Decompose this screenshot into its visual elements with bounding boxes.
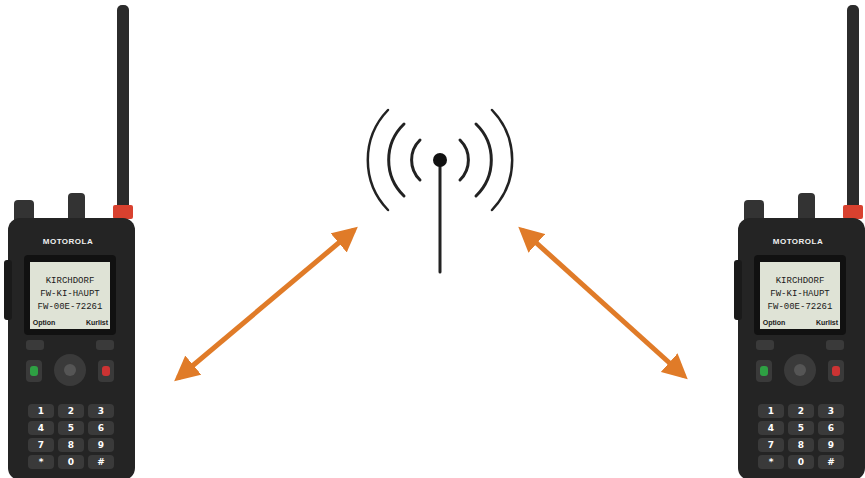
key-label: 7: [38, 440, 44, 450]
key-label: 7: [768, 440, 774, 450]
antenna-icon: [368, 110, 512, 272]
radio-right: [734, 5, 865, 478]
key-label: 8: [68, 440, 74, 450]
link-arrow: [522, 230, 684, 376]
softkey-label: Option: [33, 319, 56, 326]
screen-text: FW-KI-HAUPT: [770, 289, 829, 299]
key-label: 1: [38, 406, 44, 416]
key-label: 5: [798, 423, 804, 433]
key-label: 2: [68, 406, 74, 416]
softkey-label: Kurlist: [816, 319, 838, 326]
key-label: #: [827, 457, 835, 467]
key-label: 8: [798, 440, 804, 450]
softkey-label: Option: [763, 319, 786, 326]
key-label: 9: [98, 440, 104, 450]
screen-text: FW-KI-HAUPT: [40, 289, 99, 299]
screen-text: FW-00E-72261: [38, 302, 103, 312]
key-label: *: [769, 457, 774, 467]
key-label: 1: [768, 406, 774, 416]
screen-text: KIRCHDORF: [46, 276, 95, 286]
key-label: 0: [798, 457, 804, 467]
key-label: *: [39, 457, 44, 467]
softkey-label: Kurlist: [86, 319, 108, 326]
key-label: #: [97, 457, 105, 467]
key-label: 4: [38, 423, 44, 433]
key-label: 9: [828, 440, 834, 450]
key-label: 4: [768, 423, 774, 433]
radio-left: [4, 5, 135, 478]
brand-name: MOTOROLA: [773, 237, 824, 246]
link-arrow: [178, 230, 354, 378]
key-label: 0: [68, 457, 74, 467]
screen-text: FW-00E-72261: [768, 302, 833, 312]
brand-name: MOTOROLA: [43, 237, 94, 246]
screen-text: KIRCHDORF: [776, 276, 825, 286]
key-label: 6: [98, 423, 104, 433]
key-label: 6: [828, 423, 834, 433]
key-label: 3: [828, 406, 834, 416]
key-label: 3: [98, 406, 104, 416]
key-label: 5: [68, 423, 74, 433]
key-label: 2: [798, 406, 804, 416]
